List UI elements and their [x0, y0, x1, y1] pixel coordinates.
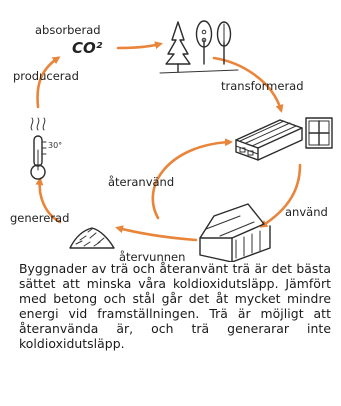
thermometer-heat-icon: 30°	[30, 117, 62, 180]
label-recovered: återvunnen	[119, 250, 186, 264]
arrow-thermometer-to-co2	[36, 56, 61, 109]
arrow-house-to-lumber-reuse	[151, 138, 233, 220]
label-generated: genererad	[10, 211, 70, 225]
arrow-trees-to-lumber	[212, 56, 284, 113]
co2-icon: CO²	[72, 39, 103, 57]
trees-icon	[159, 20, 239, 74]
label-absorbed: absorberad	[35, 23, 101, 37]
svg-text:30°: 30°	[48, 141, 62, 150]
lumber-icon	[235, 119, 303, 161]
label-produced: producerad	[13, 69, 79, 83]
description-paragraph: Byggnader av trä och återanvänt trä är d…	[19, 261, 331, 351]
co2-text: CO²	[72, 39, 103, 57]
house-icon	[199, 203, 271, 262]
arrow-co2-to-trees	[116, 41, 163, 50]
label-used: använd	[285, 205, 328, 219]
diagram-drawing: CO²	[30, 20, 333, 262]
debris-pile-icon	[69, 227, 115, 249]
arrow-lumber-to-house	[259, 163, 302, 228]
label-reused: återanvänd	[108, 175, 175, 189]
window-icon	[305, 117, 333, 149]
label-transformed: transformerad	[221, 79, 304, 93]
arrow-house-to-debris	[115, 225, 198, 242]
arrow-debris-to-thermometer	[35, 177, 62, 224]
